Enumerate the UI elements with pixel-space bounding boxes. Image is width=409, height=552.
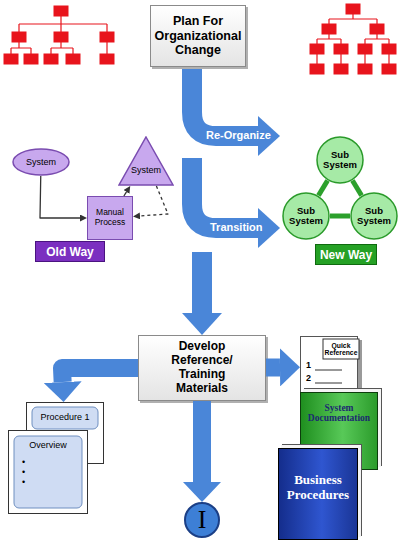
node-text: 1 — [306, 361, 316, 371]
org-chart-old — [44, 54, 58, 64]
block-arrows — [192, 68, 258, 313]
block-arrows — [192, 68, 258, 136]
slide-panel — [14, 436, 82, 508]
node-outline — [119, 137, 173, 185]
manual-process-box: Manual Process — [87, 196, 133, 240]
node-outline — [118, 136, 174, 186]
org-chart-old — [4, 54, 18, 64]
org-chart-new — [310, 44, 324, 54]
org-chart-new — [346, 4, 360, 14]
block-arrows — [192, 158, 258, 228]
node-outline — [351, 193, 397, 239]
green-connector — [330, 214, 350, 219]
org-chart-new — [370, 24, 384, 34]
org-chart-old — [54, 32, 68, 42]
node-text: • — [22, 468, 32, 478]
node-text: I — [198, 507, 207, 533]
procedures-book: Business Procedures — [278, 448, 358, 540]
new-way-tag: New Way — [315, 244, 377, 265]
process-box: Plan For Organizational Change — [150, 5, 246, 67]
org-chart-new — [317, 14, 389, 64]
sheet-rule — [315, 370, 342, 383]
node-text: Sub System — [286, 206, 326, 227]
quick-reference-sheet: Quick Reference 1 2 — [300, 336, 362, 398]
org-chart-old — [12, 32, 26, 42]
green-connector — [352, 181, 361, 196]
node-text: • — [22, 478, 32, 488]
org-chart-new — [310, 4, 396, 74]
node-text: System Documentation — [301, 403, 377, 424]
subsystem-circle: Sub System — [316, 136, 364, 184]
system-triangle: System — [118, 136, 174, 186]
block-connector — [62, 368, 138, 382]
block-connector — [266, 358, 280, 376]
old-way-tag: Old Way — [35, 241, 105, 262]
node-outline — [13, 149, 69, 175]
org-chart-old — [66, 54, 80, 64]
org-chart-old — [54, 6, 68, 16]
slide-outline — [9, 431, 88, 514]
node-text: Quick Reference — [323, 342, 359, 357]
green-connector — [318, 181, 327, 196]
subsystem-circle: Sub System — [350, 192, 398, 240]
node-text: Old Way — [46, 245, 94, 259]
block-arrows — [192, 252, 212, 313]
org-chart-new — [358, 64, 372, 74]
node-text: Procedure 1 — [34, 413, 96, 423]
subsystem-circle: Sub System — [282, 192, 330, 240]
org-chart-new — [322, 24, 336, 34]
org-chart-old — [100, 32, 114, 42]
node-text: Business Procedures — [279, 473, 357, 503]
process-box: Develop Reference/ Training Materials — [138, 335, 266, 401]
node-text: Develop Reference/ Training Materials — [161, 340, 243, 395]
node-outline — [185, 503, 219, 537]
arrow-label: Transition — [210, 221, 263, 234]
thin-connector — [40, 176, 80, 218]
node-text: Overview — [18, 441, 78, 451]
node-text: System — [26, 157, 56, 167]
node-outline — [317, 137, 363, 183]
node-text: Sub System — [320, 150, 360, 171]
node-text: Manual Process — [90, 208, 130, 228]
org-chart-new — [334, 64, 348, 74]
dash-connector — [140, 186, 168, 216]
org-chart-old — [11, 16, 107, 54]
org-chart-new — [334, 44, 348, 54]
node-outline — [283, 193, 329, 239]
node-text: Plan For Organizational Change — [154, 14, 242, 57]
node-text: • — [22, 458, 32, 468]
org-chart-old — [24, 54, 38, 64]
sheet-heading-box — [323, 339, 359, 359]
node-text: New Way — [320, 248, 372, 262]
slide-panel — [32, 407, 98, 429]
org-chart-old — [4, 6, 114, 64]
org-chart-new — [310, 64, 324, 74]
node-text: System — [131, 165, 161, 175]
org-chart-new — [382, 44, 396, 54]
overview-slide: Overview••• — [8, 430, 88, 514]
block-connector — [193, 401, 211, 482]
org-chart-new — [358, 44, 372, 54]
system-ellipse: System — [12, 148, 70, 176]
arrow-label: Re-Organize — [206, 129, 271, 142]
node-text: Sub System — [354, 206, 394, 227]
milestone-circle: I — [184, 502, 220, 538]
org-chart-old — [100, 54, 114, 64]
org-chart-new — [382, 64, 396, 74]
node-text: 2 — [306, 374, 316, 384]
